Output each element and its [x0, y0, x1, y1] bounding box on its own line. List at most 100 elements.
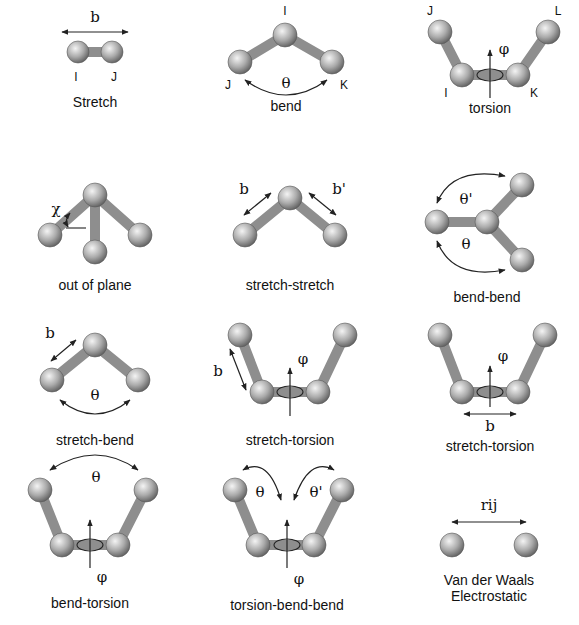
distance-arrow: [452, 521, 526, 522]
atom: [126, 368, 150, 392]
term-name: torsion: [469, 100, 511, 116]
atom: [278, 186, 302, 210]
term-name: torsion-bend-bend: [230, 597, 344, 613]
rotation-axis: [289, 368, 290, 416]
torsion-symbol: φ: [498, 348, 509, 365]
atom: [450, 380, 474, 404]
length-arrow: [309, 193, 336, 215]
torsion-symbol: φ: [294, 571, 305, 588]
stretch-torsion-molecule: [428, 323, 557, 414]
atom: [83, 240, 107, 264]
torsion-symbol: φ: [499, 41, 510, 58]
term-name: Van der Waals Electrostatic: [430, 572, 548, 604]
atom: [510, 248, 534, 272]
stretch-torsion-molecule: [228, 323, 357, 416]
angle-symbol: θ': [459, 191, 472, 208]
atom: [233, 223, 257, 247]
rotation-axis: [286, 520, 287, 568]
atom: [428, 323, 452, 347]
length-arrow: [464, 413, 516, 414]
atom: [333, 323, 357, 347]
term-name: bend-torsion: [51, 595, 129, 611]
length-symbol: b: [90, 9, 100, 26]
angle-symbol: χ: [51, 201, 60, 218]
atom: [330, 478, 354, 502]
length-symbol: b: [45, 325, 55, 342]
atom: [228, 50, 252, 74]
atom: [83, 333, 107, 357]
atom: [425, 210, 449, 234]
atom-label: I: [74, 71, 77, 85]
rotation-ring: [477, 69, 503, 81]
atom-label: K: [340, 79, 348, 93]
atom-label: I: [283, 5, 286, 19]
term-name: stretch-stretch: [246, 277, 335, 293]
atom: [450, 63, 474, 87]
length-arrow: [51, 340, 76, 361]
atom: [440, 533, 464, 557]
atom-label: J: [111, 71, 117, 85]
length-symbol: b: [213, 363, 223, 380]
length-symbol: b: [239, 181, 249, 198]
term-name: stretch-torsion: [246, 432, 335, 448]
atom: [28, 478, 52, 502]
plane-line: [66, 227, 86, 228]
atom-label: L: [555, 5, 562, 19]
atom: [134, 478, 158, 502]
atom: [514, 533, 538, 557]
angle-symbol: θ: [281, 75, 290, 92]
torsion-bend-bend-molecule: [223, 467, 354, 568]
atom: [40, 368, 64, 392]
atom: [273, 23, 297, 47]
term-name: stretch-bend: [56, 432, 134, 448]
atom-label: K: [530, 87, 538, 101]
atom: [506, 380, 530, 404]
atom: [533, 323, 557, 347]
stretch-stretch-molecule: [233, 186, 347, 247]
bend-molecule: [228, 23, 344, 95]
length-symbol: b: [485, 418, 495, 435]
term-name: out of plane: [58, 277, 131, 293]
atom: [510, 173, 534, 197]
atom: [506, 63, 530, 87]
atom: [428, 20, 452, 44]
length-arrow: [62, 31, 128, 32]
length-symbol: b': [332, 181, 346, 198]
atom: [475, 210, 499, 234]
angle-symbol: θ': [309, 484, 322, 501]
rotation-ring: [77, 539, 103, 551]
atom: [536, 20, 560, 44]
rotation-ring: [477, 386, 503, 398]
atom: [228, 323, 252, 347]
atom: [67, 41, 89, 63]
atom: [128, 223, 152, 247]
atom: [306, 380, 330, 404]
rotation-axis: [89, 520, 90, 568]
angle-arrow: [50, 455, 138, 470]
atom-label: I: [444, 87, 447, 101]
atom: [323, 223, 347, 247]
atom: [38, 223, 62, 247]
atom: [320, 50, 344, 74]
distance-symbol: rij: [481, 497, 498, 514]
bend-bend-molecule: [425, 173, 534, 272]
torsion-molecule: [428, 20, 560, 98]
angle-symbol: θ: [255, 484, 264, 501]
term-name: stretch-torsion: [446, 438, 535, 454]
atom-label: J: [225, 79, 231, 93]
term-name: bend-bend: [454, 289, 521, 305]
atom: [83, 183, 107, 207]
atom: [50, 533, 74, 557]
term-name: bend: [270, 98, 301, 114]
atom-label: J: [427, 5, 433, 19]
bend-torsion-molecule: [28, 455, 158, 568]
length-arrow: [230, 349, 246, 390]
torsion-symbol: φ: [298, 351, 309, 368]
rotation-ring: [274, 539, 300, 551]
angle-arrow: [66, 213, 70, 227]
atom: [106, 533, 130, 557]
atom: [223, 478, 247, 502]
